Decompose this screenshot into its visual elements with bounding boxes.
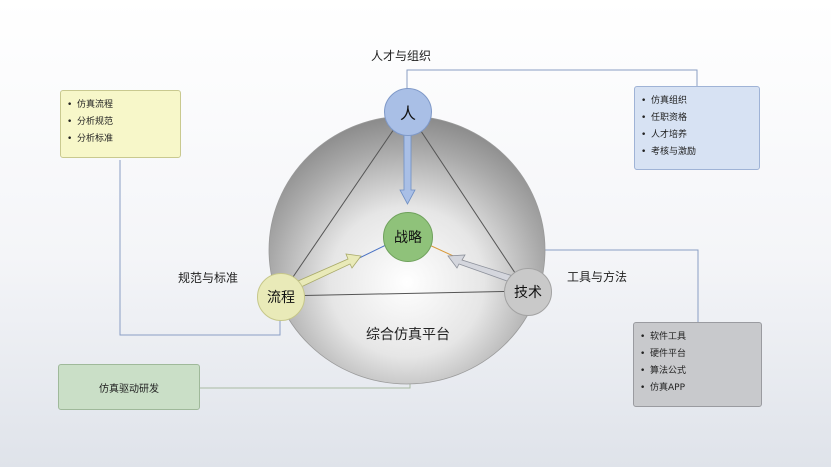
triangle-lines xyxy=(279,109,528,297)
people-box-item: 任职资格 xyxy=(635,110,759,127)
technology-box-item: 软件工具 xyxy=(634,329,761,346)
platform-label: 综合仿真平台 xyxy=(366,327,450,343)
strategy-node-label: 战略 xyxy=(394,230,422,246)
people-box-item: 仿真组织 xyxy=(635,93,759,110)
people-node-label: 人 xyxy=(399,104,416,123)
connector-people-box xyxy=(406,69,698,96)
people-box-item: 人才培养 xyxy=(635,127,759,144)
strategy-node: 战略 xyxy=(383,212,433,262)
people-box-item: 考核与激励 xyxy=(635,144,759,161)
process-box-item: 分析标准 xyxy=(61,131,180,148)
technology-node: 技术 xyxy=(504,268,552,316)
platform-box: 仿真驱动研发 xyxy=(58,364,200,410)
edge-people-technology xyxy=(406,109,528,292)
process-box: 仿真流程 分析规范 分析标准 xyxy=(60,90,181,158)
connector-process-box xyxy=(119,160,281,336)
edge-process-technology xyxy=(279,290,528,297)
technology-caption: 工具与方法 xyxy=(567,270,628,284)
arrow-technology-to-strategy xyxy=(447,254,514,283)
platform-box-text: 仿真驱动研发 xyxy=(99,383,159,395)
process-box-item: 仿真流程 xyxy=(61,97,180,114)
arrow-people-to-strategy xyxy=(399,127,416,205)
technology-box-item: 仿真APP xyxy=(634,380,761,397)
technology-box-item: 算法公式 xyxy=(634,363,761,380)
process-node: 流程 xyxy=(257,273,305,321)
technology-node-label: 技术 xyxy=(514,285,542,301)
technology-box: 软件工具 硬件平台 算法公式 仿真APP xyxy=(633,322,762,407)
people-node: 人 xyxy=(384,88,432,136)
people-caption: 人才与组织 xyxy=(371,49,432,63)
arrow-process-to-strategy xyxy=(297,253,362,288)
process-node-label: 流程 xyxy=(267,290,295,306)
connector-technology-box xyxy=(525,249,699,322)
process-caption: 规范与标准 xyxy=(178,271,239,285)
edge-people-process xyxy=(279,109,408,297)
people-box: 仿真组织 任职资格 人才培养 考核与激励 xyxy=(634,86,760,170)
technology-box-item: 硬件平台 xyxy=(634,346,761,363)
process-box-item: 分析规范 xyxy=(61,114,180,131)
